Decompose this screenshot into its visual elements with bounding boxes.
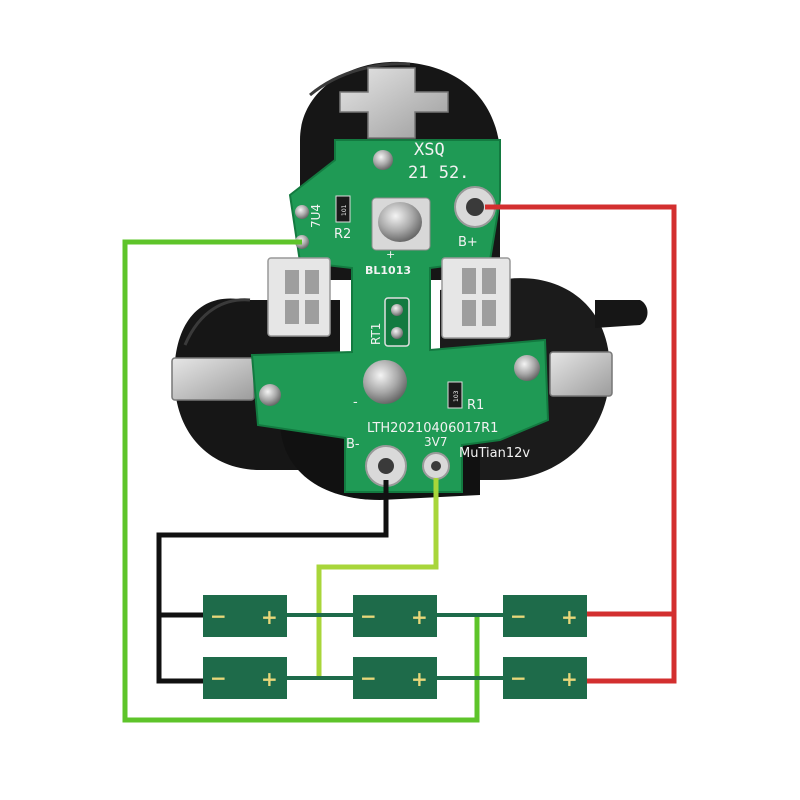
cell-plus-sign: + — [261, 605, 278, 629]
date-code: 21 52. — [408, 163, 469, 183]
plus-mark: + — [386, 248, 395, 261]
cell-plus-sign: + — [411, 605, 428, 629]
pad-b-plus-hole — [466, 198, 484, 216]
resistor-r1-label: R1 — [467, 398, 484, 413]
resistor-r2-code: 101 — [341, 204, 348, 216]
resistor-r2 — [335, 195, 351, 223]
battery-cell: − + — [503, 657, 587, 699]
cell-minus-sign: − — [210, 666, 227, 690]
pad-3v7-hole — [431, 461, 441, 471]
solder-joint — [378, 202, 422, 242]
battery-cell: − + — [353, 595, 437, 637]
pad-b-plus-label: B+ — [458, 235, 478, 250]
cell-group-bottom: − + − + − + — [203, 657, 587, 699]
connector-right — [441, 257, 511, 339]
metal-terminal-right — [549, 351, 613, 397]
pad-b-minus-label: B- — [346, 437, 360, 452]
resistor-r2-marking: 7U4 — [309, 204, 323, 228]
minus-mark: - — [353, 395, 358, 410]
cell-plus-sign: + — [561, 667, 578, 691]
cell-minus-sign: − — [510, 604, 527, 628]
pad-3v7-label: 3V7 — [424, 435, 447, 449]
resistor-r1-code: 103 — [453, 390, 460, 402]
battery-cell: − + — [203, 595, 287, 637]
cell-plus-sign: + — [261, 667, 278, 691]
metal-terminal-left — [171, 357, 255, 401]
connector-left — [267, 257, 331, 337]
thermistor-pad — [391, 327, 403, 339]
cell-group-top: − + − + − + — [203, 595, 587, 637]
pad-b-minus-hole — [378, 458, 394, 474]
wire-red-b-plus — [485, 204, 677, 684]
battery-cell: − + — [203, 657, 287, 699]
cell-plus-sign: + — [411, 667, 428, 691]
solder-joint — [363, 360, 407, 404]
solder-joint — [295, 205, 309, 219]
thermistor-pad — [391, 304, 403, 316]
resistor-r2-label: R2 — [334, 227, 351, 242]
resistor-r1 — [447, 381, 463, 409]
chip-label: XSQ — [414, 140, 445, 160]
cell-minus-sign: − — [360, 666, 377, 690]
metal-terminal-top — [339, 67, 449, 139]
battery-cell: − + — [353, 657, 437, 699]
part-number: LTH20210406017R1 — [367, 421, 498, 436]
solder-joint — [373, 150, 393, 170]
ic-label: BL1013 — [365, 264, 411, 277]
cell-minus-sign: − — [360, 604, 377, 628]
cell-minus-sign: − — [510, 666, 527, 690]
wire-black-b-minus — [156, 480, 389, 684]
battery-cell: − + — [503, 595, 587, 637]
cell-plus-sign: + — [561, 605, 578, 629]
solder-joint — [514, 355, 540, 381]
thermistor-label: RT1 — [369, 323, 383, 345]
brand-label: MuTian12v — [459, 446, 530, 461]
wire-green-balance — [122, 239, 480, 723]
solder-joint — [259, 384, 281, 406]
wire-yellow-green-3v7 — [316, 478, 439, 676]
cell-minus-sign: − — [210, 604, 227, 628]
